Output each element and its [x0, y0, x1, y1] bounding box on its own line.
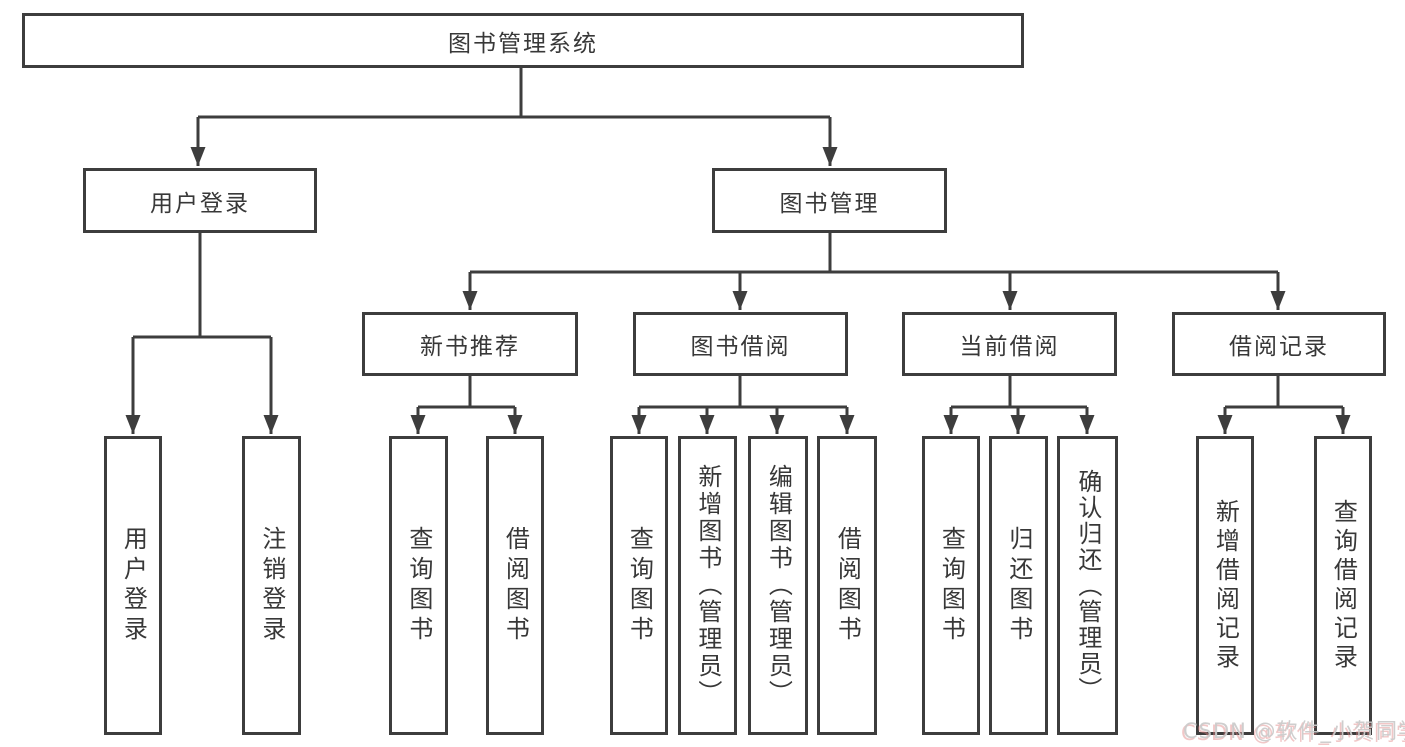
leaf-login: 用户登录 [104, 436, 162, 735]
node-borrow-records-label: 借阅记录 [1229, 334, 1329, 360]
node-book-borrow-label: 图书借阅 [690, 334, 791, 360]
node-new-book-recommend-label: 新书推荐 [420, 334, 520, 360]
node-current-borrow-label: 当前借阅 [959, 334, 1060, 360]
leaf-recommend-query-books-label: 查询图书 [404, 525, 433, 646]
leaf-borrow-borrow-books: 借阅图书 [817, 436, 877, 735]
leaf-logout-label: 注销登录 [257, 525, 286, 646]
node-current-borrow: 当前借阅 [902, 312, 1117, 376]
node-user-login-label: 用户登录 [150, 190, 250, 217]
leaf-borrow-add-books: 新增图书（管理员） [678, 436, 737, 735]
leaf-borrow-borrow-books-label: 借阅图书 [833, 525, 862, 646]
leaf-login-label: 用户登录 [119, 525, 148, 646]
leaf-recommend-borrow-books-label: 借阅图书 [501, 525, 530, 646]
leaf-current-return-books-label: 归还图书 [1004, 525, 1033, 646]
node-book-management: 图书管理 [712, 168, 947, 233]
node-book-management-label: 图书管理 [779, 190, 880, 217]
leaf-records-add-record: 新增借阅记录 [1196, 436, 1254, 735]
node-book-borrow: 图书借阅 [633, 312, 848, 376]
leaf-recommend-borrow-books: 借阅图书 [486, 436, 544, 735]
csdn-watermark: CSDN @软件_小贺同学 [1183, 719, 1405, 743]
leaf-records-add-record-label: 新增借阅记录 [1211, 498, 1240, 673]
node-root-system: 图书管理系统 [22, 13, 1024, 68]
leaf-current-query-books-label: 查询图书 [937, 525, 966, 646]
leaf-records-query-record: 查询借阅记录 [1314, 436, 1372, 735]
leaf-borrow-edit-books: 编辑图书（管理员） [748, 436, 808, 735]
leaf-current-return-books: 归还图书 [989, 436, 1048, 735]
leaf-current-confirm-return-label: 确认归还（管理员） [1073, 468, 1102, 703]
leaf-logout: 注销登录 [242, 436, 301, 735]
leaf-borrow-query-books: 查询图书 [610, 436, 668, 735]
leaf-borrow-add-books-label: 新增图书（管理员） [693, 464, 722, 707]
node-borrow-records: 借阅记录 [1172, 312, 1386, 376]
leaf-current-confirm-return: 确认归还（管理员） [1057, 436, 1118, 735]
leaf-current-query-books: 查询图书 [922, 436, 980, 735]
leaf-records-query-record-label: 查询借阅记录 [1329, 498, 1358, 673]
leaf-borrow-query-books-label: 查询图书 [625, 525, 654, 646]
node-new-book-recommend: 新书推荐 [362, 312, 578, 376]
node-user-login: 用户登录 [83, 168, 317, 233]
node-root-label: 图书管理系统 [448, 30, 598, 57]
leaf-borrow-edit-books-label: 编辑图书（管理员） [764, 464, 793, 707]
leaf-recommend-query-books: 查询图书 [389, 436, 448, 735]
